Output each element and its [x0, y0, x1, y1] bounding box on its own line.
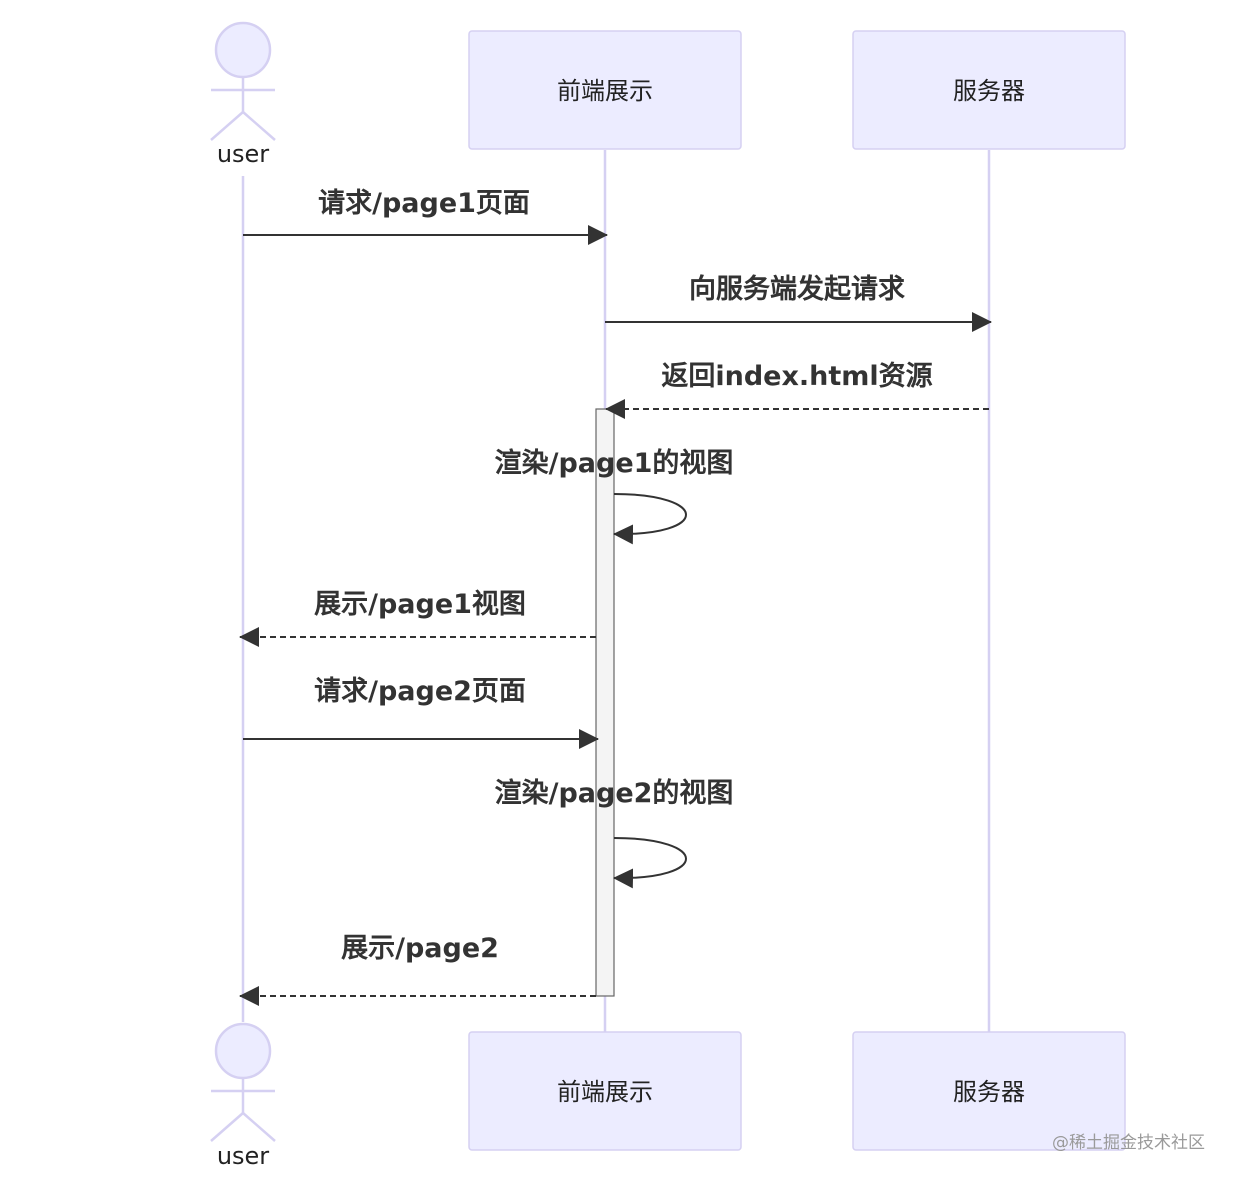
user-actor-head-bottom: [214, 1022, 272, 1080]
message-4-label: 渲染/page1的视图: [495, 447, 734, 479]
message-2: 向服务端发起请求: [605, 273, 992, 332]
message-2-label: 向服务端发起请求: [689, 273, 905, 305]
message-4-arrow: [613, 493, 687, 545]
frontend-participant-top: 前端展示: [468, 30, 742, 150]
message-1-label: 请求/page1页面: [318, 188, 530, 219]
message-3-label: 返回index.html资源: [661, 361, 932, 392]
message-7-arrow: [613, 837, 687, 889]
message-6-label: 请求/page2页面: [314, 676, 526, 707]
message-6: 请求/page2页面: [243, 676, 599, 749]
message-1: 请求/page1页面: [243, 188, 608, 245]
frontend-activation-bar: [595, 408, 615, 997]
server-participant-label-bottom: 服务器: [953, 1078, 1025, 1106]
user-actor-bottom: user: [210, 1022, 276, 1170]
message-5-label: 展示/page1视图: [314, 589, 526, 620]
frontend-participant-label-bottom: 前端展示: [557, 1078, 653, 1106]
user-actor-label-top: user: [217, 140, 269, 168]
server-participant-label-top: 服务器: [953, 77, 1025, 105]
message-7: 渲染/page2的视图: [495, 777, 734, 889]
message-7-label: 渲染/page2的视图: [495, 777, 734, 809]
message-4: 渲染/page1的视图: [495, 447, 734, 545]
frontend-participant-bottom: 前端展示: [468, 1031, 742, 1151]
server-participant-top: 服务器: [852, 30, 1126, 150]
message-3: 返回index.html资源: [605, 361, 989, 419]
user-actor-label-bottom: user: [217, 1142, 269, 1170]
message-8: 展示/page2: [239, 933, 596, 1006]
user-actor-top: user: [210, 21, 276, 168]
message-8-label: 展示/page2: [341, 933, 499, 964]
message-5: 展示/page1视图: [239, 589, 596, 647]
watermark-text: @稀土掘金技术社区: [1052, 1133, 1205, 1153]
user-actor-head: [214, 21, 272, 79]
frontend-participant-label-top: 前端展示: [557, 77, 653, 105]
server-participant-bottom: 服务器: [852, 1031, 1126, 1151]
